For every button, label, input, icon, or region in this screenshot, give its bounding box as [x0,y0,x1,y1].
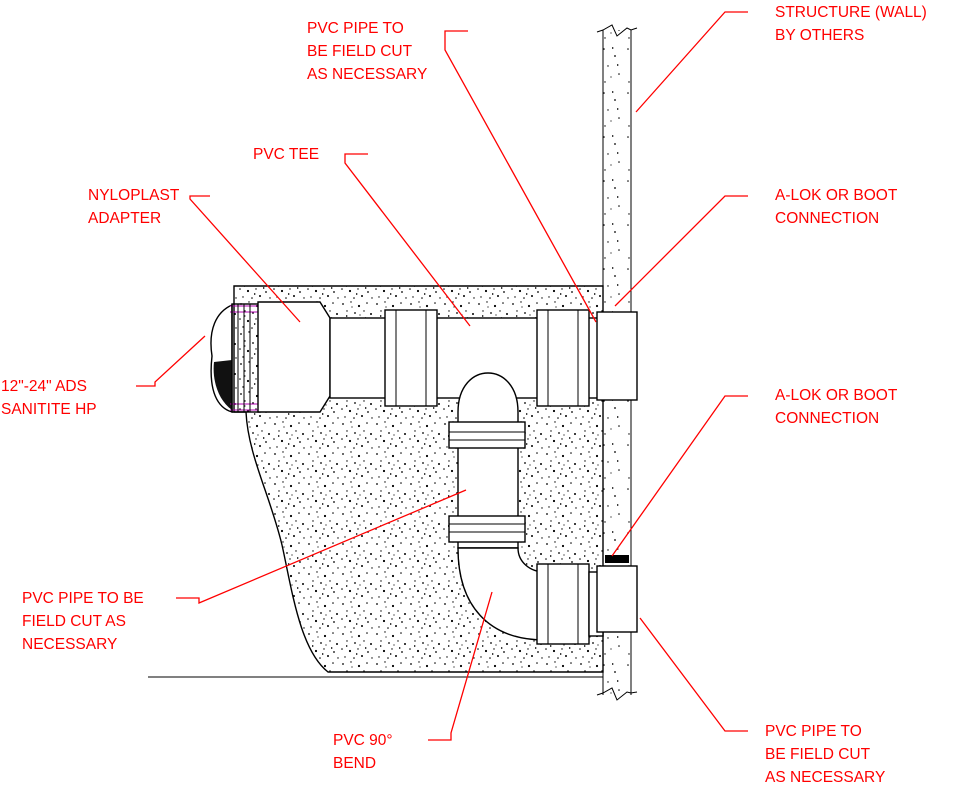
label-nyloplast-adapter: NYLOPLAST ADAPTER [88,187,183,227]
pvc-stub-top [596,311,638,401]
label-pvc-pipe-left: PVC PIPE TO BE FIELD CUT AS NECESSARY [22,590,148,653]
label-ads-pipe: 12"-24" ADS SANITITE HP [1,378,97,418]
label-pvc-pipe-bottom: PVC PIPE TO BE FIELD CUT AS NECESSARY [765,723,885,785]
pvc-tee-branch [448,372,526,549]
label-pvc-tee: PVC TEE [253,146,319,163]
pvc-lower-pipe [536,563,638,645]
label-pvc-bend: PVC 90° BEND [333,732,397,772]
ads-pipe [210,303,261,413]
nyloplast-adapter [257,301,331,413]
label-alok-bottom: A-LOK OR BOOT CONNECTION [775,387,901,427]
pvc-stub-bottom [596,565,638,633]
pvc-horizontal-pipe [329,309,638,407]
label-alok-top: A-LOK OR BOOT CONNECTION [775,187,901,227]
label-structure-wall: STRUCTURE (WALL) BY OTHERS [775,4,931,44]
label-pvc-pipe-top: PVC PIPE TO BE FIELD CUT AS NECESSARY [307,20,427,83]
boot-connection-bottom [605,555,629,563]
leader-lines [136,11,748,741]
